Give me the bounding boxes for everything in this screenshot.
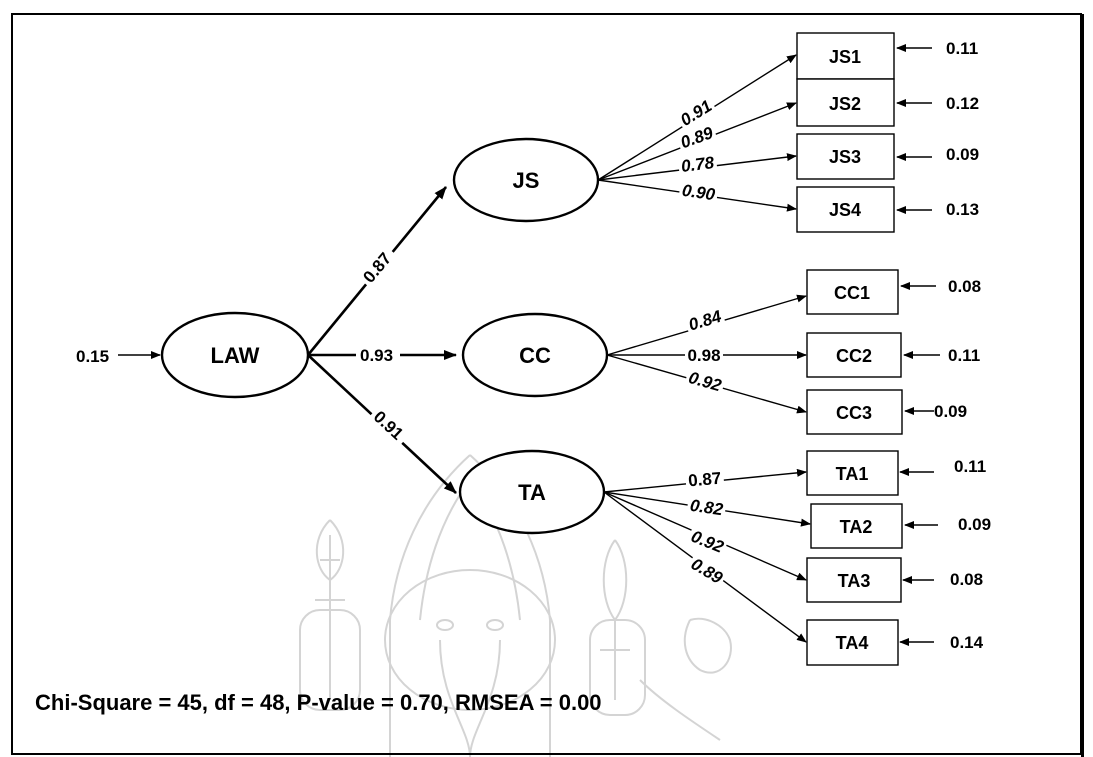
path-law-cc-label: 0.93 — [360, 346, 393, 365]
svg-text:0.14: 0.14 — [950, 633, 984, 652]
svg-text:0.09: 0.09 — [946, 145, 979, 164]
svg-text:0.87: 0.87 — [687, 469, 722, 491]
indicator-js2: JS2 — [796, 78, 895, 127]
svg-text:LAW: LAW — [211, 343, 260, 368]
svg-text:0.12: 0.12 — [946, 94, 979, 113]
svg-text:CC1: CC1 — [834, 283, 870, 303]
svg-text:0.09: 0.09 — [934, 402, 967, 421]
latent-ta: TA — [458, 449, 606, 535]
indicator-ta1: TA1 — [806, 450, 899, 496]
fit-statistics: Chi-Square = 45, df = 48, P-value = 0.70… — [35, 690, 602, 715]
svg-text:CC: CC — [519, 343, 551, 368]
svg-text:0.08: 0.08 — [950, 570, 983, 589]
svg-text:0.98: 0.98 — [687, 346, 720, 365]
svg-text:0.78: 0.78 — [680, 153, 716, 176]
indicator-js4: JS4 — [796, 186, 895, 233]
latent-law: LAW — [160, 311, 310, 399]
svg-text:JS3: JS3 — [829, 147, 861, 167]
js-indicators: 0.91 0.89 0.78 0.90 JS1 JS2 JS3 JS4 — [597, 32, 979, 233]
indicator-js1: JS1 — [796, 32, 895, 80]
svg-text:0.90: 0.90 — [681, 181, 717, 204]
svg-text:0.13: 0.13 — [946, 200, 979, 219]
svg-text:CC3: CC3 — [836, 403, 872, 423]
svg-text:CC2: CC2 — [836, 346, 872, 366]
indicator-ta2: TA2 — [810, 503, 903, 549]
latent-js: JS — [452, 137, 600, 223]
svg-text:JS2: JS2 — [829, 94, 861, 114]
svg-text:JS1: JS1 — [829, 47, 861, 67]
law-error-label: 0.15 — [76, 347, 109, 366]
indicator-cc1: CC1 — [806, 269, 899, 315]
svg-text:TA4: TA4 — [836, 633, 869, 653]
svg-text:0.92: 0.92 — [686, 368, 724, 396]
svg-text:0.11: 0.11 — [954, 457, 986, 476]
svg-text:0.09: 0.09 — [958, 515, 991, 534]
svg-text:0.08: 0.08 — [948, 277, 981, 296]
svg-text:TA3: TA3 — [838, 571, 871, 591]
cc-indicators: 0.84 0.98 0.92 CC1 CC2 CC3 0.08 0.11 0.0… — [606, 269, 981, 435]
svg-text:0.11: 0.11 — [948, 346, 980, 365]
svg-text:0.82: 0.82 — [689, 496, 725, 519]
indicator-ta4: TA4 — [806, 619, 899, 666]
svg-text:JS: JS — [513, 168, 540, 193]
svg-text:JS4: JS4 — [829, 200, 861, 220]
svg-text:0.11: 0.11 — [946, 39, 978, 58]
indicator-js3: JS3 — [796, 133, 895, 180]
latent-cc: CC — [461, 312, 609, 398]
ta-indicators: 0.87 0.82 0.92 0.89 TA1 TA2 TA3 TA4 — [603, 450, 991, 666]
indicator-cc2: CC2 — [806, 332, 902, 378]
svg-text:TA: TA — [518, 480, 546, 505]
svg-text:0.84: 0.84 — [686, 307, 724, 335]
svg-text:TA1: TA1 — [836, 464, 869, 484]
indicator-ta3: TA3 — [806, 557, 902, 603]
indicator-cc3: CC3 — [806, 389, 903, 435]
svg-text:TA2: TA2 — [840, 517, 873, 537]
